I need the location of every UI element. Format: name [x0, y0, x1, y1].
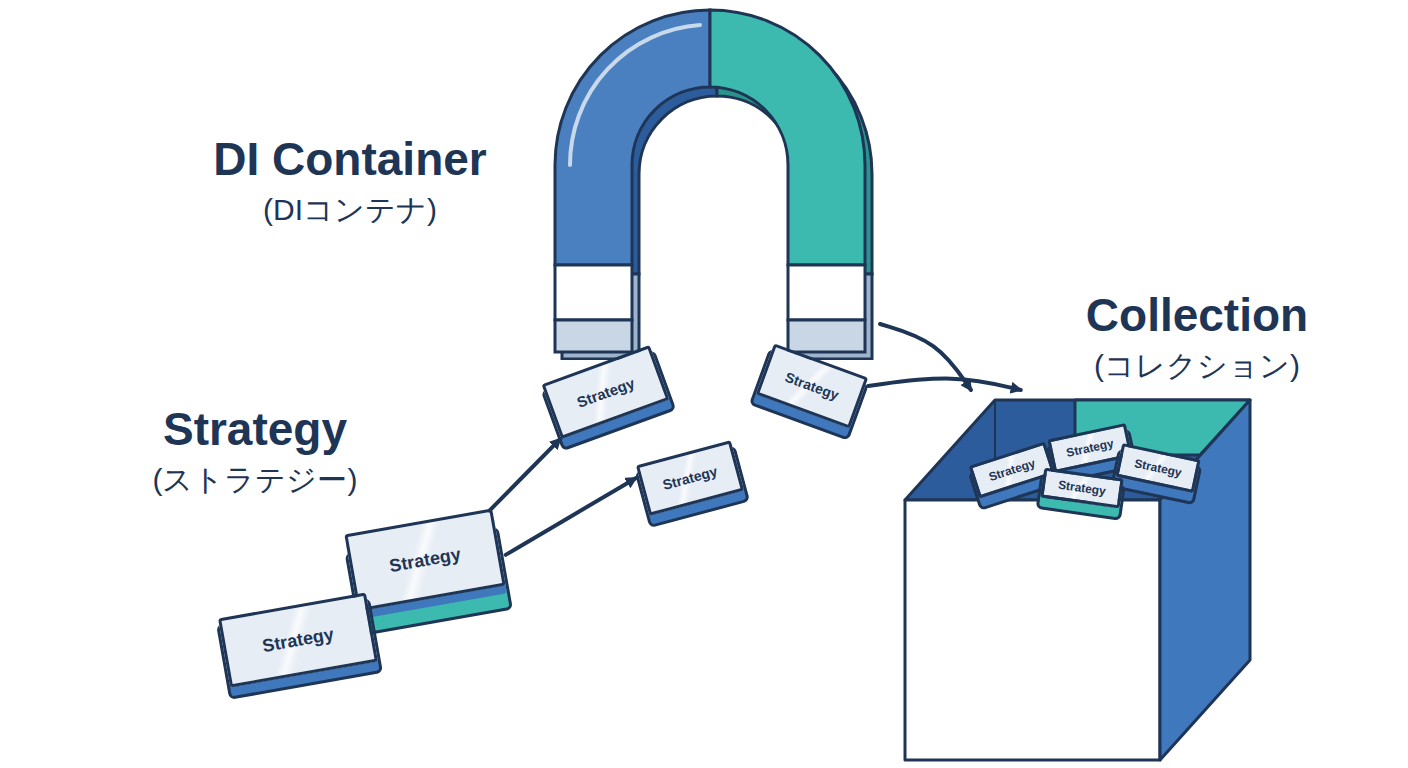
strategy-block: Strategy [344, 509, 505, 612]
magnet-node: DI Container(DIコンテナ) [550, 0, 880, 360]
subheading-text: (DIコンテナ) [175, 190, 525, 231]
flow-arrow [506, 478, 636, 555]
box-front-face [905, 500, 1160, 760]
magnet-cap [788, 320, 865, 352]
block-label: Strategy [1133, 456, 1183, 480]
block-label: Strategy [987, 456, 1037, 484]
flow-arrow [490, 439, 561, 511]
subheading-text: (コレクション) [1047, 346, 1347, 387]
magnet-highlight [570, 25, 700, 165]
magnet-pole [555, 10, 710, 265]
magnet-body [555, 10, 872, 359]
block-label: Strategy [261, 623, 336, 656]
flow-arrow [868, 379, 1020, 390]
block-label: Strategy [661, 463, 719, 493]
connector-group [490, 324, 1021, 555]
strategy-block: Strategy [218, 593, 378, 688]
group-label: Strategy [120, 402, 390, 456]
block-label: Strategy [388, 543, 463, 576]
collection-box: Collection(コレクション)StrategyStrategyStrate… [900, 390, 1255, 765]
heading-text: DI Container [175, 132, 525, 186]
magnet-cap [788, 265, 865, 320]
block-label: Strategy [1057, 478, 1107, 499]
flow-arrow [880, 324, 971, 390]
block-label: Strategy [574, 374, 636, 411]
block-label: Strategy [783, 369, 841, 403]
block-label: Strategy [1065, 436, 1115, 460]
strategy-block: Strategy [636, 440, 744, 516]
heading-text: Collection [1047, 288, 1347, 342]
magnet-cap [555, 265, 632, 320]
group-sublabel: (ストラテジー) [120, 460, 390, 501]
magnet-cap [555, 320, 632, 352]
magnet-drawing [550, 0, 880, 360]
magnet-pole [710, 10, 865, 265]
